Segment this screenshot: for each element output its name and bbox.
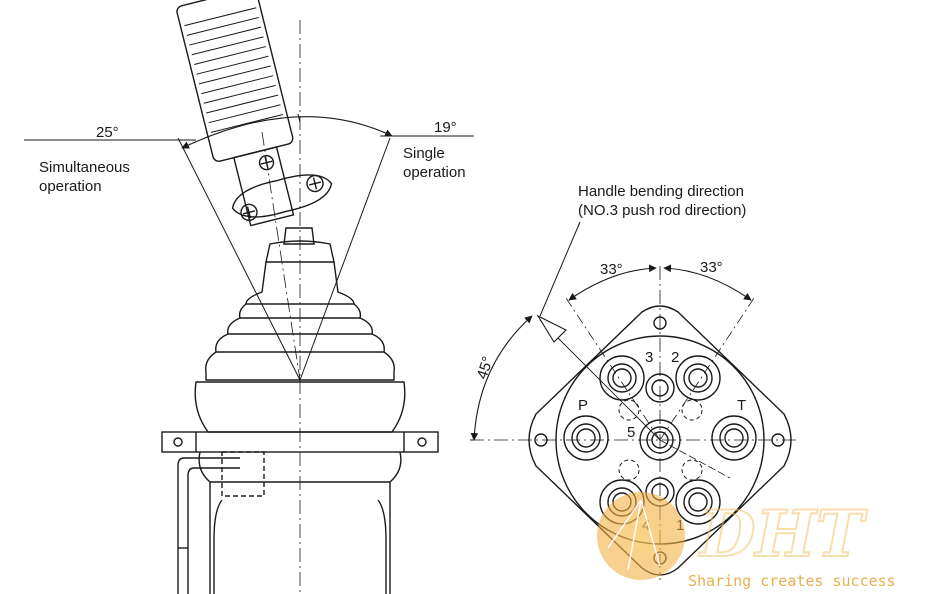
single-operation-label-line2: operation [403, 164, 466, 181]
watermark-tagline: Sharing creates success [688, 572, 896, 590]
joystick-side-view [24, 0, 474, 594]
single-operation-label-line1: Single [403, 145, 445, 162]
port-3 [599, 355, 645, 401]
handle-grip [176, 0, 295, 227]
port-t [711, 415, 757, 461]
angle-single-label: 19° [434, 119, 457, 136]
port-label-p: P [578, 397, 588, 414]
port-1 [675, 479, 721, 525]
direction-label-line1: Handle bending direction [578, 183, 744, 200]
watermark-logo-text: DHT [698, 497, 868, 572]
watermark-logo-icon [597, 492, 685, 580]
angle-33-left-label: 33° [600, 261, 623, 278]
port-label-2: 2 [671, 349, 679, 366]
handle-clamp [231, 154, 333, 222]
port-p [563, 415, 609, 461]
valve-body [177, 451, 402, 594]
angle-33-right-label: 33° [700, 259, 723, 276]
angle-simultaneous-label: 25° [96, 124, 119, 141]
port-2 [675, 355, 721, 401]
flange-outline [528, 305, 792, 576]
simultaneous-operation-label-line2: operation [39, 178, 102, 195]
dht-watermark: DHT Sharing creates success [597, 492, 896, 590]
port-label-5: 5 [627, 424, 635, 441]
direction-label-line2: (NO.3 push rod direction) [578, 202, 746, 219]
port-label-3: 3 [645, 349, 653, 366]
angle-45-label: 45° [474, 354, 497, 381]
simultaneous-operation-label-line1: Simultaneous [39, 159, 130, 176]
port-label-t: T [737, 397, 746, 414]
